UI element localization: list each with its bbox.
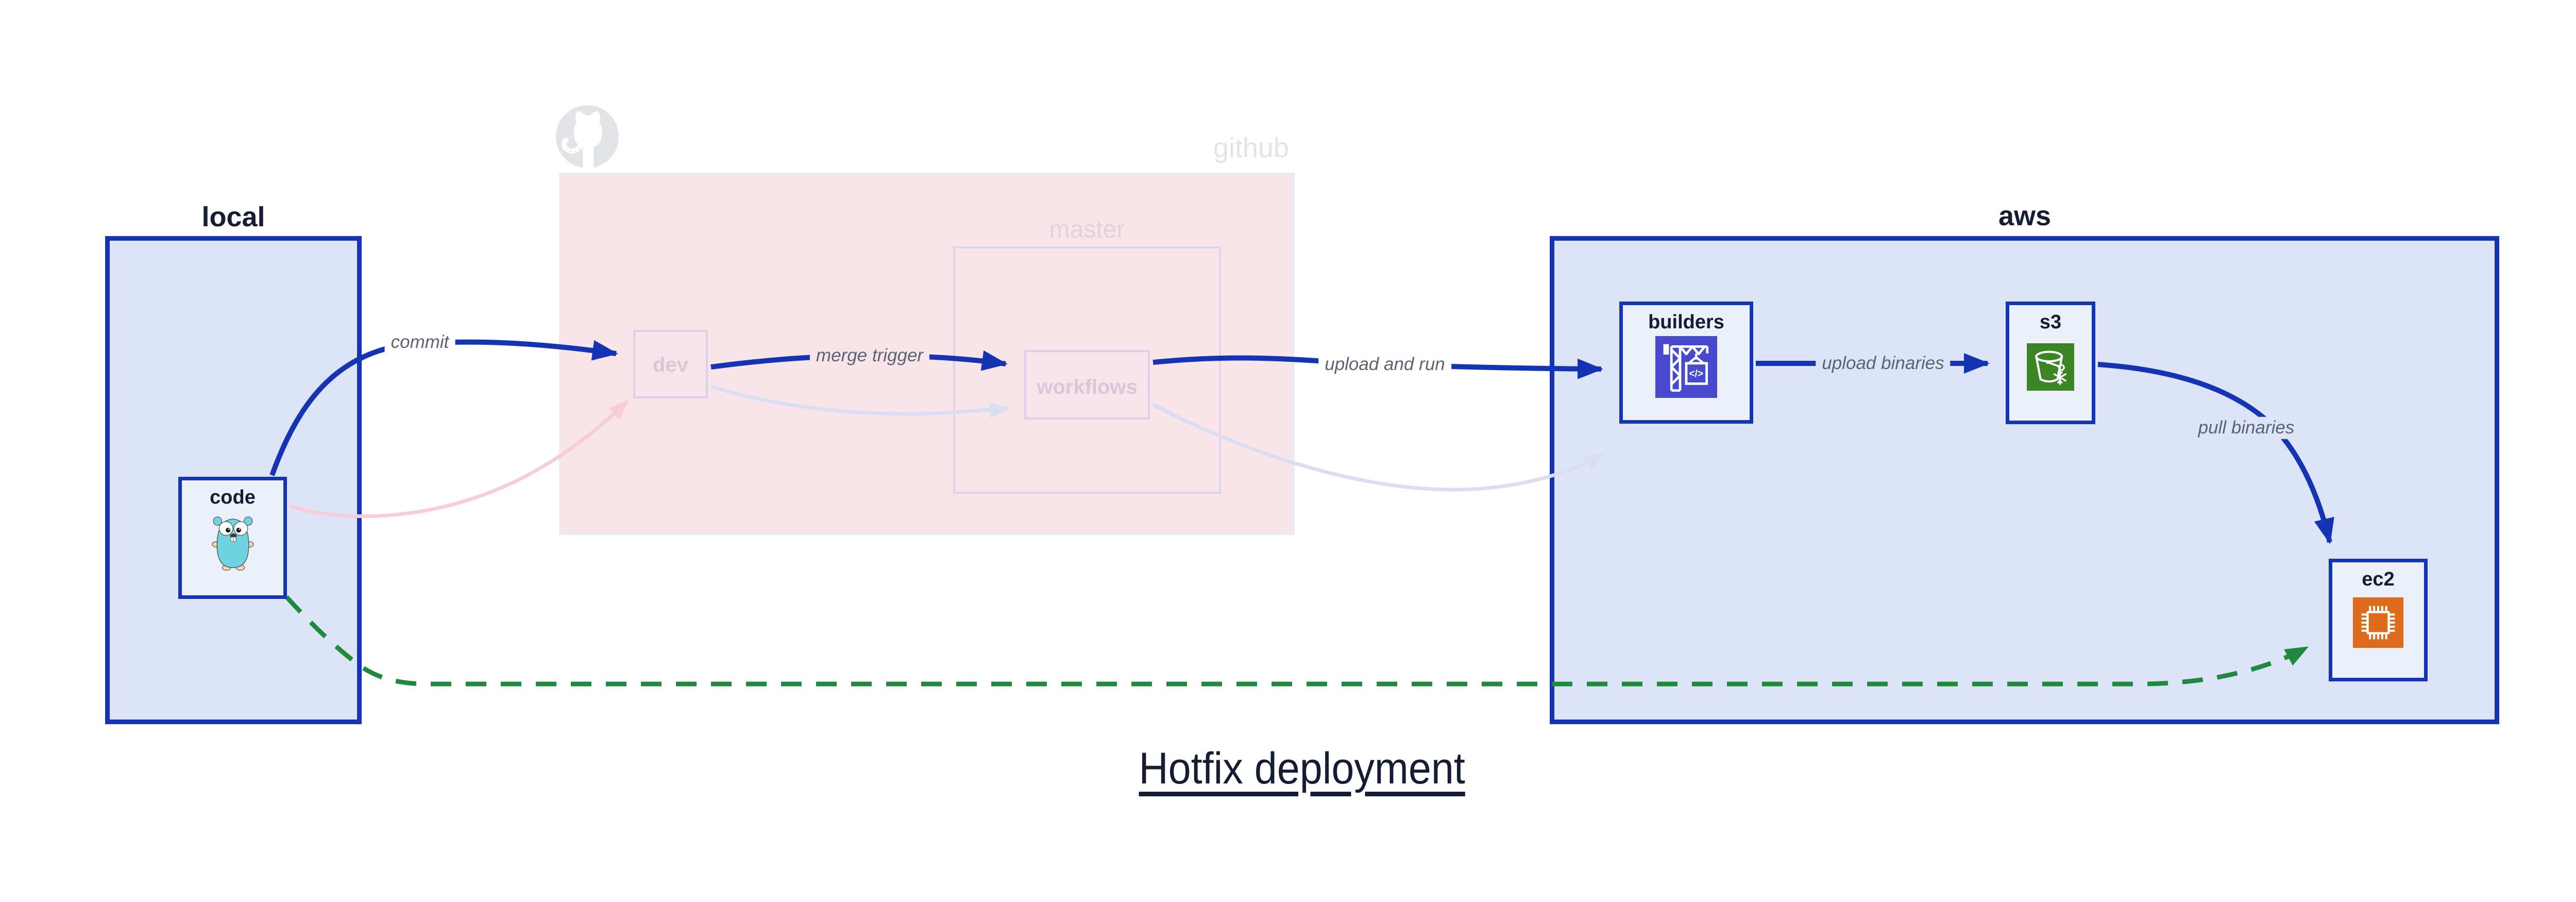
edge-pull-binaries-label: pull binaries [2192,416,2301,439]
node-builders-label: builders [1648,311,1724,333]
aws-group-label: aws [1998,201,2052,231]
gopher-icon [211,516,254,571]
edge-merge-trigger-label: merge trigger [809,344,930,367]
diagram-title: Hotfix deployment [1139,744,1465,793]
edge-dev-to-workflows-faded [710,385,1010,419]
edge-commit-label: commit [384,331,455,354]
svg-text:</>: </> [1689,369,1703,379]
node-builders: builders </> [1619,302,1753,424]
node-s3-label: s3 [2039,311,2062,333]
node-workflows: workflows [1024,350,1150,420]
edge-pull-binaries-line [2097,362,2334,544]
edge-code-to-dev-faded [289,399,629,519]
master-branch-box [953,246,1221,494]
edge-upload-and-run-label: upload and run [1318,353,1451,376]
codebuild-crane-icon: </> [1655,336,1717,398]
node-dev: dev [633,330,708,398]
edge-workflows-to-builders-faded [1152,403,1604,492]
node-code: code [178,477,287,599]
node-workflows-label: workflows [1037,376,1138,398]
node-code-label: code [210,487,256,508]
ec2-chip-icon [2353,597,2403,648]
github-octocat-icon [556,105,619,168]
github-group-label: github [1213,132,1289,163]
master-branch-label: master [1049,216,1125,243]
node-ec2-label: ec2 [2362,569,2395,590]
node-s3: s3 [2006,302,2095,424]
node-ec2: ec2 [2329,559,2428,681]
s3-glacier-bucket-icon [2027,343,2074,391]
edge-commit-line [269,339,618,476]
edge-upload-binaries-label: upload binaries [1816,352,1951,375]
local-group-label: local [201,202,265,232]
node-dev-label: dev [653,354,688,376]
edge-hotfix-dashed-line [284,595,2309,687]
diagram-title-wrap: Hotfix deployment [0,746,2576,791]
